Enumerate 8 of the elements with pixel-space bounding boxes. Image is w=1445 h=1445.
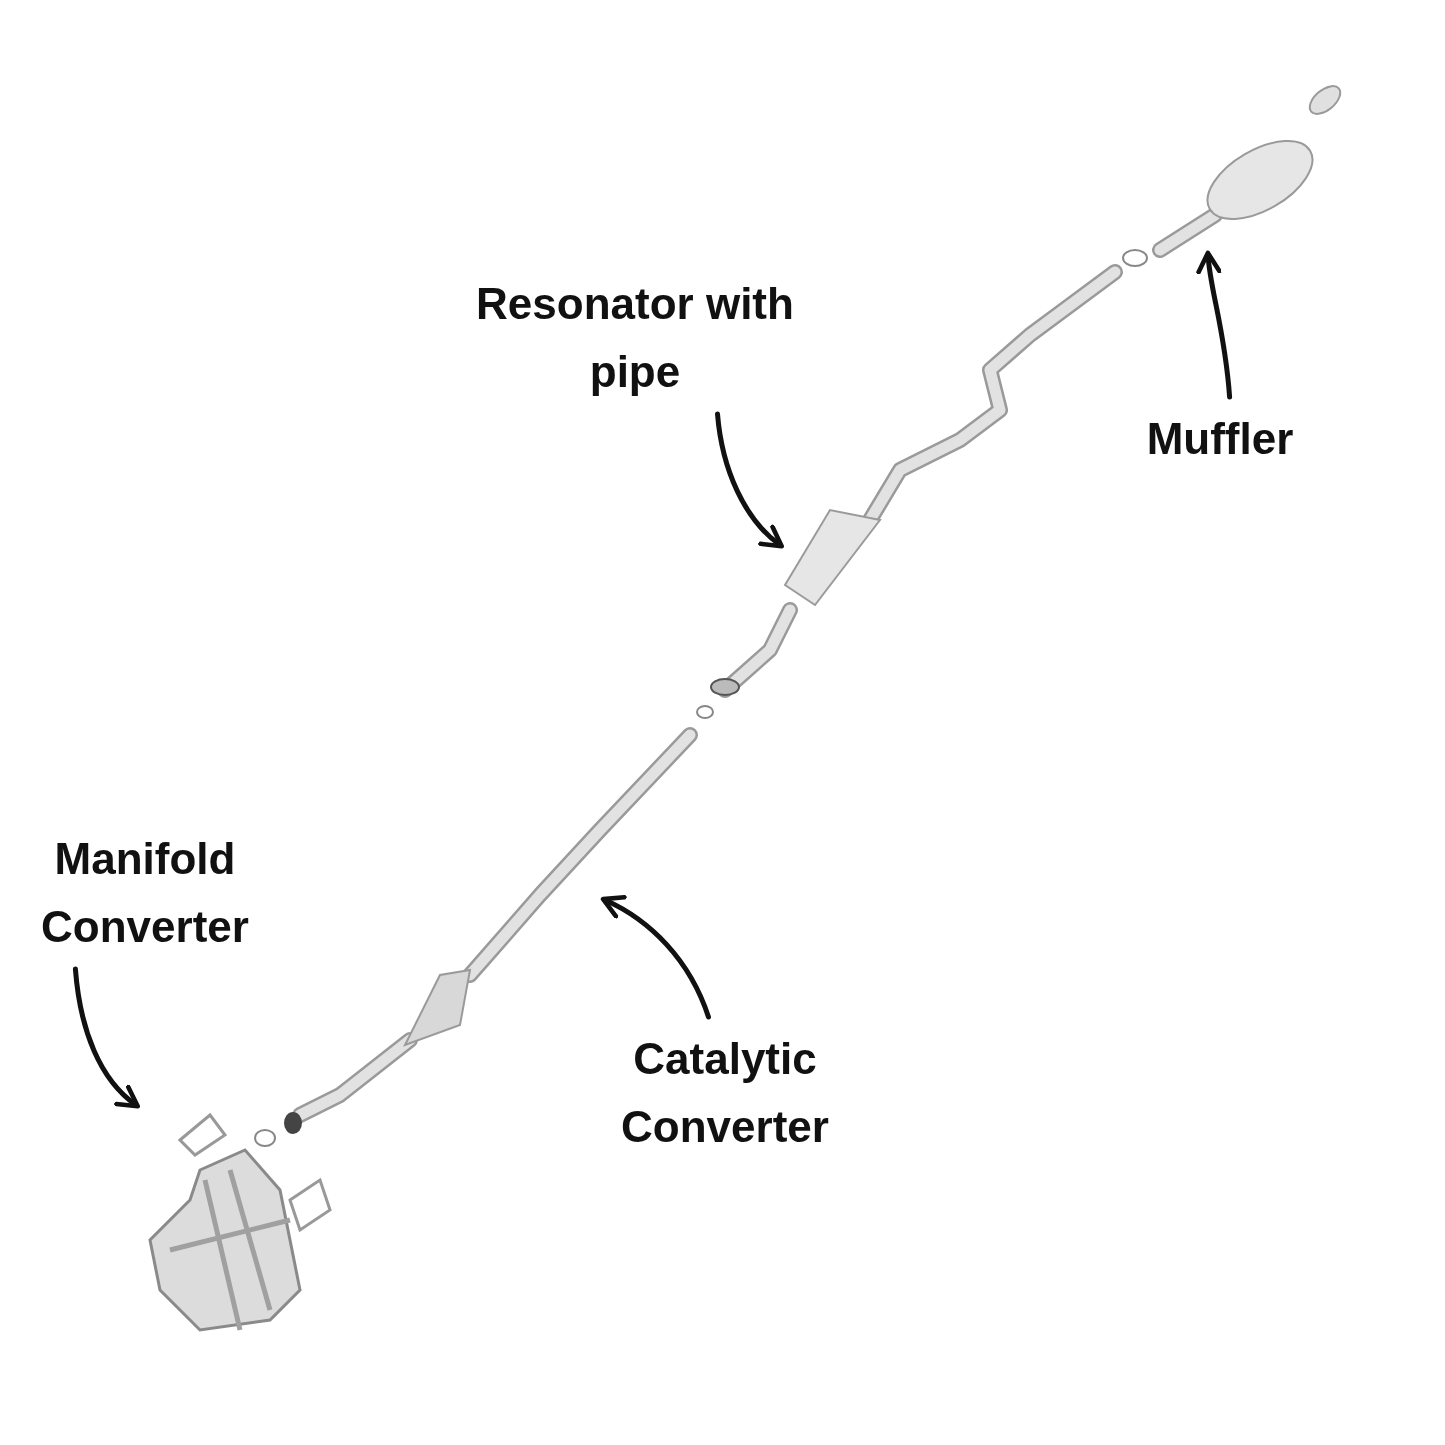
leader-arrow: [600, 895, 711, 1020]
part-label: Resonator with pipe: [475, 278, 795, 398]
part-label: Catalytic Converter: [620, 1033, 830, 1153]
leader-arrow: [72, 966, 140, 1109]
leader-arrow: [715, 411, 784, 549]
leader-arrow: [1196, 250, 1233, 400]
part-label: Manifold Converter: [40, 833, 250, 953]
part-label: Muffler: [1145, 413, 1295, 465]
